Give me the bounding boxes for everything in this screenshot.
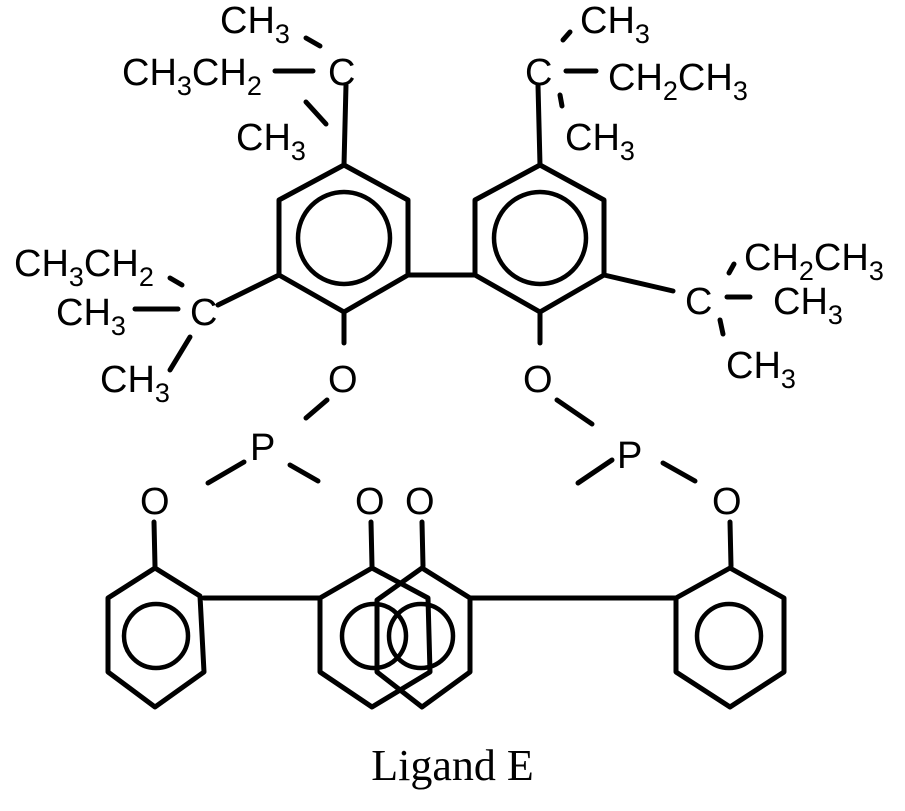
ml-quaternary-c: C <box>190 292 217 334</box>
lower-ring-1 <box>105 565 207 710</box>
lower-ring-3 <box>374 565 473 710</box>
mr-ch3-mid: CH3 <box>773 281 843 330</box>
tl-ch3-top: CH3 <box>220 0 290 49</box>
mr-ch3-bottom: CH3 <box>726 345 796 394</box>
ml-ch3-bottom: CH3 <box>100 359 170 408</box>
mr-ethyl: CH2CH3 <box>744 237 884 286</box>
upper-left-ring <box>276 162 411 315</box>
tr-ethyl: CH2CH3 <box>608 57 748 106</box>
oxygen-lower-3: O <box>405 481 435 523</box>
tl-quaternary-c: C <box>328 52 355 94</box>
phosphorus-left: P <box>250 427 275 469</box>
tl-ethyl: CH3CH2 <box>122 52 262 101</box>
mr-quaternary-c: C <box>685 281 712 323</box>
oxygen-lower-1: O <box>140 481 170 523</box>
tl-ch3-bottom: CH3 <box>236 117 306 166</box>
figure-caption: Ligand E <box>371 741 534 790</box>
tr-ch3-bottom: CH3 <box>565 117 635 166</box>
oxygen-lower-4: O <box>712 481 742 523</box>
ml-ch3-mid: CH3 <box>56 292 126 341</box>
ml-ethyl: CH3CH2 <box>14 243 154 292</box>
oxygen-lower-2: O <box>355 481 385 523</box>
phosphorus-right: P <box>617 435 642 477</box>
oxygen-upper-right: O <box>523 359 553 401</box>
tr-ch3-top: CH3 <box>580 0 650 49</box>
tr-quaternary-c: C <box>525 52 552 94</box>
lower-ring-4 <box>673 565 787 710</box>
oxygen-upper-left: O <box>328 359 358 401</box>
upper-right-ring <box>472 162 607 315</box>
